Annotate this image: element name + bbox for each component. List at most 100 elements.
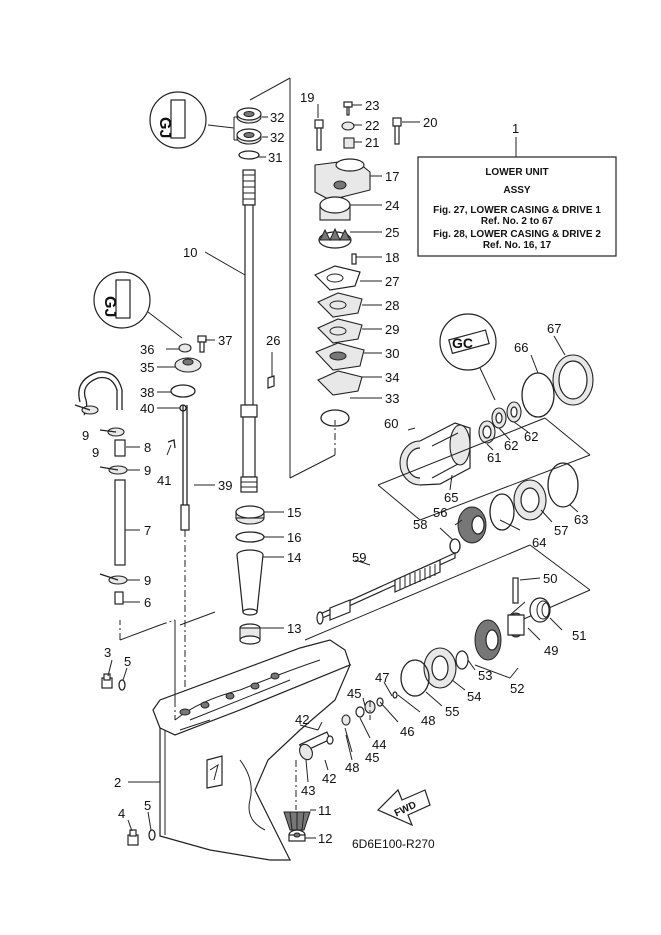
circlip-31: [238, 150, 260, 160]
forward-group-bracket-52: [474, 664, 519, 679]
callout-45: 45: [347, 686, 361, 701]
bearing-housing-60: [399, 422, 471, 486]
callout-41: 41: [157, 473, 171, 488]
callout-15: 15: [287, 505, 301, 520]
callout-43: 43: [301, 783, 315, 798]
screw-37: [197, 335, 207, 353]
callout-32: 32: [270, 130, 284, 145]
callout-3: 3: [104, 645, 111, 660]
water-pump-housing-17: [314, 158, 371, 201]
grease-detail-top: GJ: [149, 91, 207, 149]
oil-seal-15: [235, 505, 265, 525]
oil-seal-62b: [506, 401, 522, 423]
infobox-ref2: Fig. 28, LOWER CASING & DRIVE 2: [433, 229, 601, 240]
forward-gear-53: [474, 619, 502, 661]
callout-34: 34: [385, 370, 399, 385]
nut-12: [288, 829, 306, 842]
callout-2: 2: [114, 775, 121, 790]
lower-casing-group-outline: [119, 611, 216, 720]
driveshaft-group-outline: [249, 77, 336, 479]
callout-9: 9: [92, 445, 99, 460]
bolt-20: [392, 117, 402, 145]
callout-56: 56: [433, 505, 447, 520]
grommet-22: [341, 121, 355, 131]
sleeve-14: [236, 549, 264, 616]
drive-shaft: [240, 169, 258, 493]
callout-20: 20: [423, 115, 437, 130]
callout-52: 52: [510, 681, 524, 696]
callout-12: 12: [318, 831, 332, 846]
key-26: [267, 375, 275, 389]
infobox-ref2b: Ref. No. 16, 17: [483, 240, 552, 251]
callout-19: 19: [300, 90, 314, 105]
ring-nut-67: [552, 354, 594, 406]
callout-66: 66: [514, 340, 528, 355]
ball-bearing-57: [513, 479, 547, 521]
gasket-29: [317, 318, 363, 344]
shift-pin-group: [298, 691, 398, 761]
callout-30: 30: [385, 346, 399, 361]
gasket-5a: [118, 679, 126, 691]
callout-47: 47: [375, 670, 389, 685]
pin-18: [351, 253, 357, 265]
infobox-ref1b: Ref. No. 2 to 67: [481, 216, 554, 227]
callout-50: 50: [543, 571, 557, 586]
callout-7: 7: [144, 523, 151, 538]
svg-text:GC: GC: [452, 335, 473, 351]
screw-6: [114, 591, 124, 605]
grommet-9b: [99, 427, 125, 437]
callout-24: 24: [385, 198, 399, 213]
callout-22: 22: [365, 118, 379, 133]
callout-35: 35: [140, 360, 154, 375]
gasket-27: [313, 265, 361, 291]
callout-36: 36: [140, 342, 154, 357]
oil-seal-32a: [236, 107, 262, 124]
callout-44: 44: [372, 737, 386, 752]
callout-37: 37: [218, 333, 232, 348]
callout-49: 49: [544, 643, 558, 658]
bolt-19: [314, 119, 324, 151]
callout-48: 48: [421, 713, 435, 728]
gasket-34: [317, 370, 363, 396]
callout-26: 26: [266, 333, 280, 348]
o-ring-38: [170, 384, 196, 398]
shift-rod-lever-35: [174, 357, 202, 373]
grommet-8: [114, 439, 126, 457]
impeller-25: [318, 227, 352, 249]
callout-64: 64: [532, 535, 546, 550]
drain-screw-4: [127, 829, 139, 846]
callout-57: 57: [554, 523, 568, 538]
cross-pin-50: [512, 577, 519, 604]
leader-lines: [107, 104, 579, 839]
grease-detail-mid: GJ: [93, 271, 183, 339]
propeller-shaft-59: [316, 552, 456, 625]
callout-31: 31: [268, 150, 282, 165]
water-tube-7: [114, 479, 126, 566]
callout-63: 63: [574, 512, 588, 527]
callout-62: 62: [524, 429, 538, 444]
callout-6: 6: [144, 595, 151, 610]
callout-42: 42: [322, 771, 336, 786]
reverse-gear-56: [457, 506, 487, 544]
drain-screw-3: [101, 673, 113, 689]
callout-16: 16: [287, 530, 301, 545]
grommet-9d: [99, 573, 128, 585]
pump-insert-24: [319, 196, 351, 221]
callout-28: 28: [385, 298, 399, 313]
callout-59: 59: [352, 550, 366, 565]
callout-67: 67: [547, 321, 561, 336]
screw-23: [343, 101, 353, 116]
callout-65: 65: [444, 490, 458, 505]
callout-5: 5: [124, 654, 131, 669]
outer-plate-28: [317, 292, 363, 318]
rear-group-outline: [377, 417, 591, 521]
callout-18: 18: [385, 250, 399, 265]
callout-14: 14: [287, 550, 301, 565]
callout-8: 8: [144, 440, 151, 455]
gasket-5b: [148, 829, 156, 841]
callout-21: 21: [365, 135, 379, 150]
infobox-subtitle: ASSY: [503, 185, 531, 196]
infobox-title: LOWER UNIT: [485, 167, 548, 178]
callout-13: 13: [287, 621, 301, 636]
grommet-9a: [74, 404, 99, 415]
